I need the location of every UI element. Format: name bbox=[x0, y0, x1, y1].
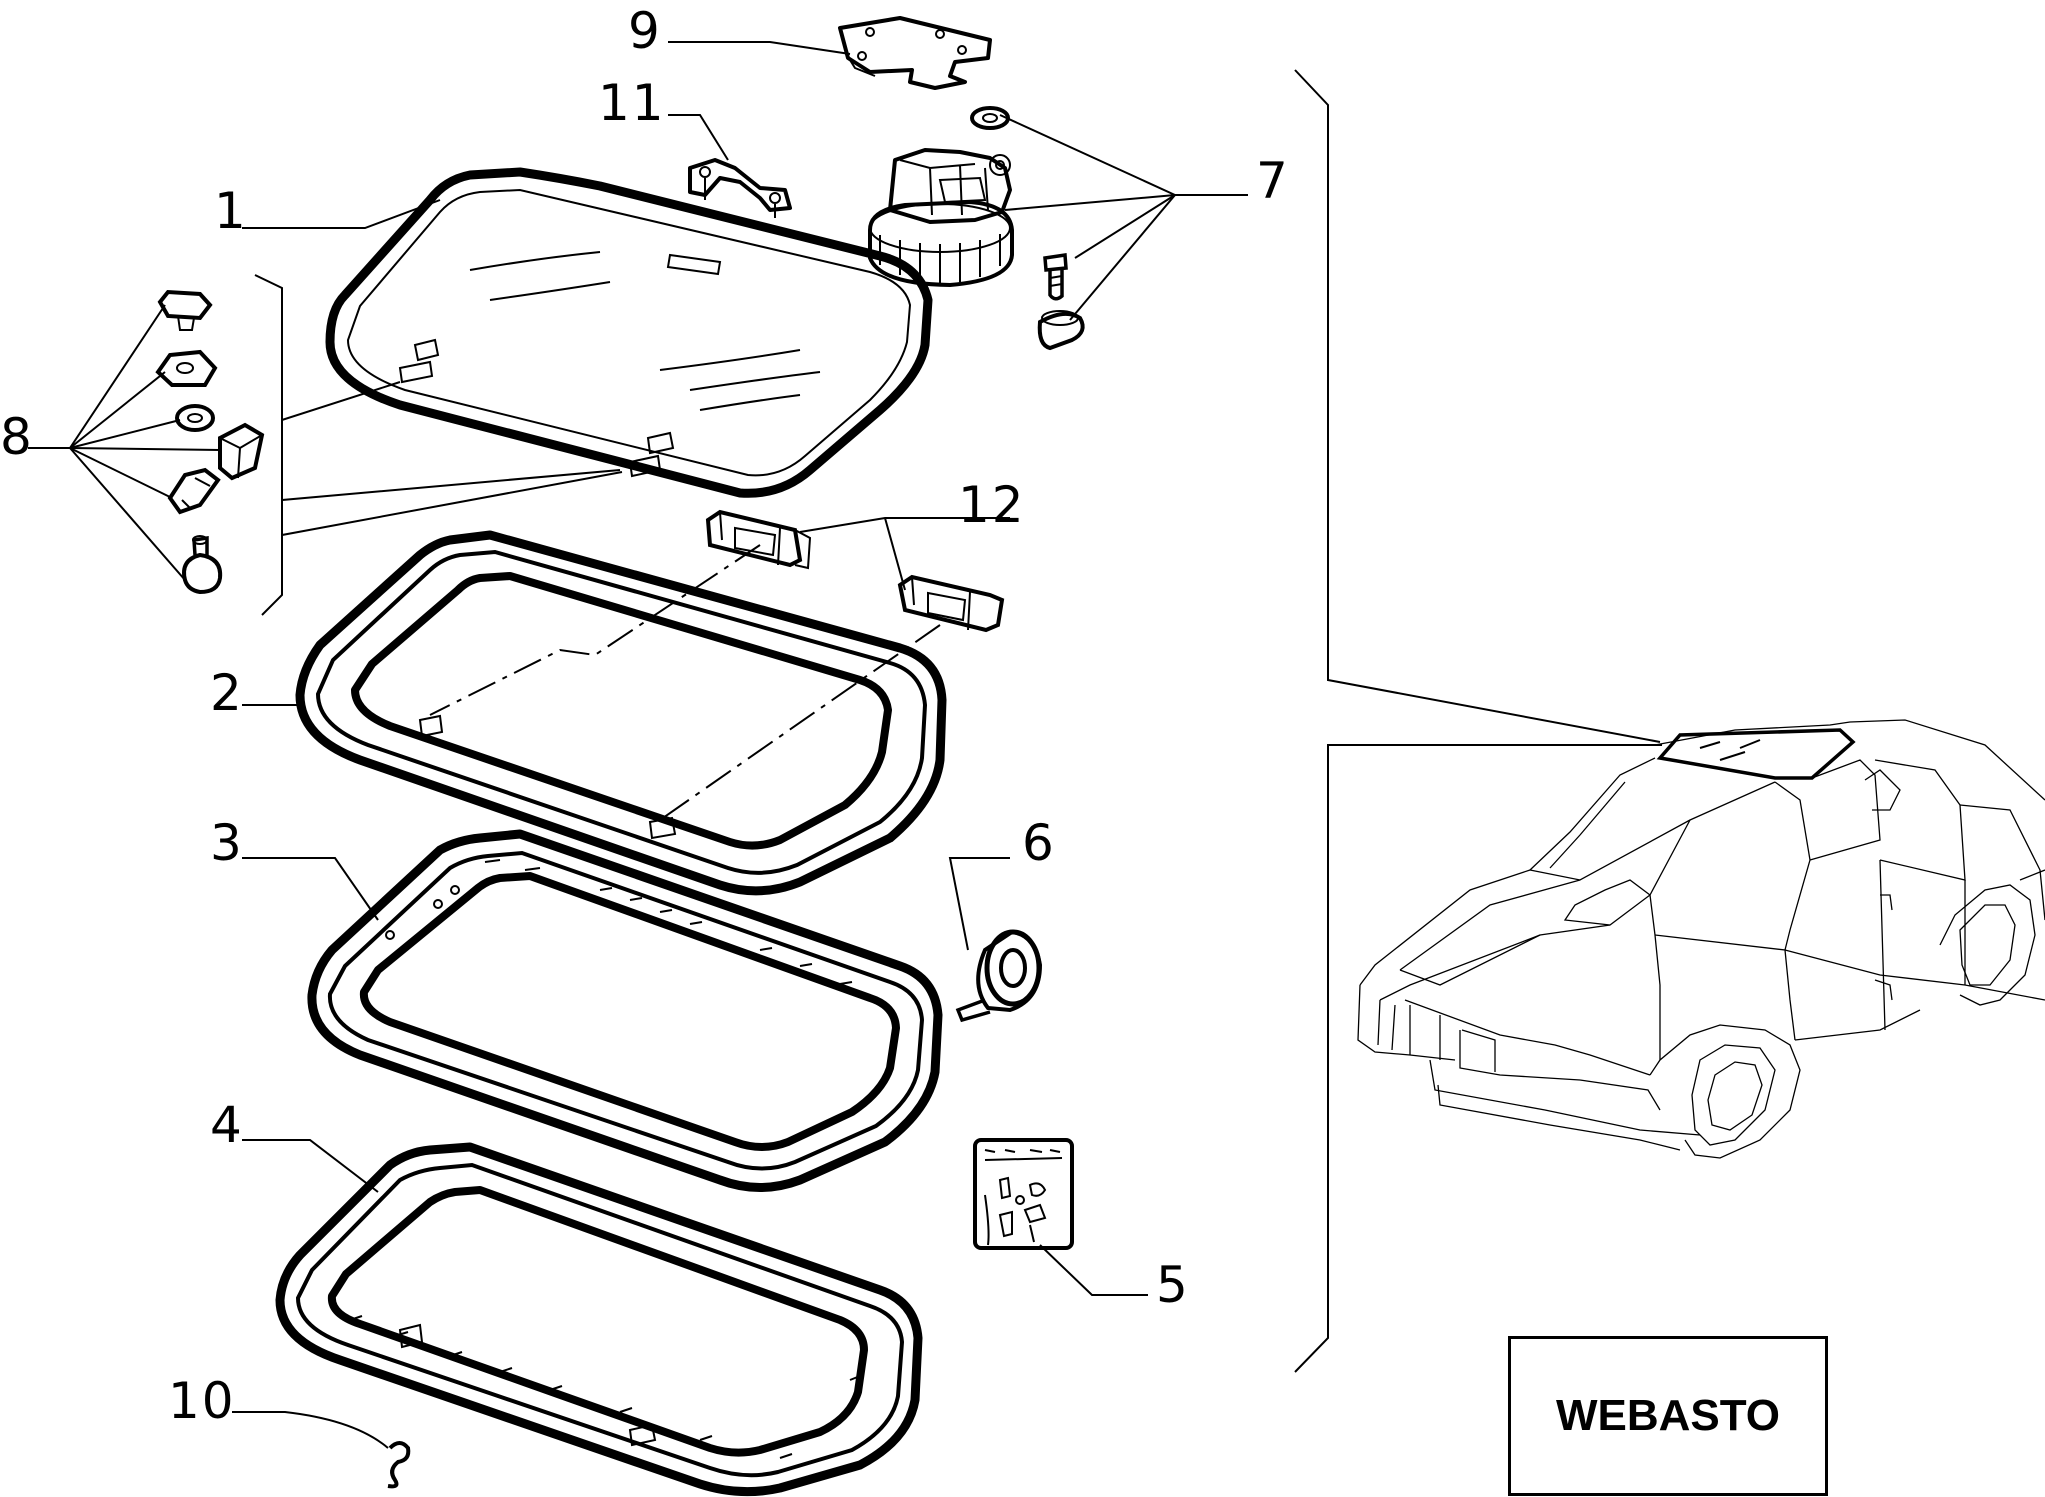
callout-1: 1 bbox=[214, 182, 248, 240]
callout-8: 8 bbox=[0, 408, 34, 466]
callout-2: 2 bbox=[210, 664, 244, 722]
part-glass-panel bbox=[325, 167, 933, 498]
part-washer bbox=[970, 106, 1010, 130]
callout-10: 10 bbox=[168, 1372, 236, 1430]
part-clips bbox=[155, 289, 265, 595]
part-screw bbox=[1043, 252, 1068, 301]
brand-label: WEBASTO bbox=[1555, 1391, 1781, 1440]
part-bottom-frame bbox=[275, 1142, 923, 1497]
callout-3: 3 bbox=[210, 814, 244, 872]
car-inset bbox=[1357, 719, 2045, 1159]
brand-box: WEBASTO bbox=[1508, 1336, 1828, 1496]
inset-bracket bbox=[1294, 69, 1662, 1373]
part-top-bracket bbox=[838, 16, 992, 90]
part-seal-frame bbox=[307, 829, 943, 1192]
part-retainers bbox=[705, 509, 1005, 633]
assembly-lines bbox=[429, 544, 941, 821]
callout-7: 7 bbox=[1256, 152, 1290, 210]
callout-9: 9 bbox=[628, 2, 662, 60]
part-clamp bbox=[688, 158, 792, 218]
leader-lines bbox=[28, 41, 1248, 1449]
part-cap bbox=[1037, 310, 1085, 351]
part-motor bbox=[868, 148, 1014, 288]
clip-bracket bbox=[254, 274, 623, 616]
callout-6: 6 bbox=[1022, 814, 1056, 872]
part-wire-clip bbox=[387, 1441, 411, 1489]
callout-12: 12 bbox=[958, 476, 1026, 534]
callout-5: 5 bbox=[1156, 1256, 1190, 1314]
callout-11: 11 bbox=[598, 74, 666, 132]
callout-4: 4 bbox=[210, 1096, 244, 1154]
part-inner-frame bbox=[295, 530, 947, 896]
part-hardware-kit bbox=[973, 1138, 1074, 1250]
part-tape-roll bbox=[955, 929, 1043, 1023]
